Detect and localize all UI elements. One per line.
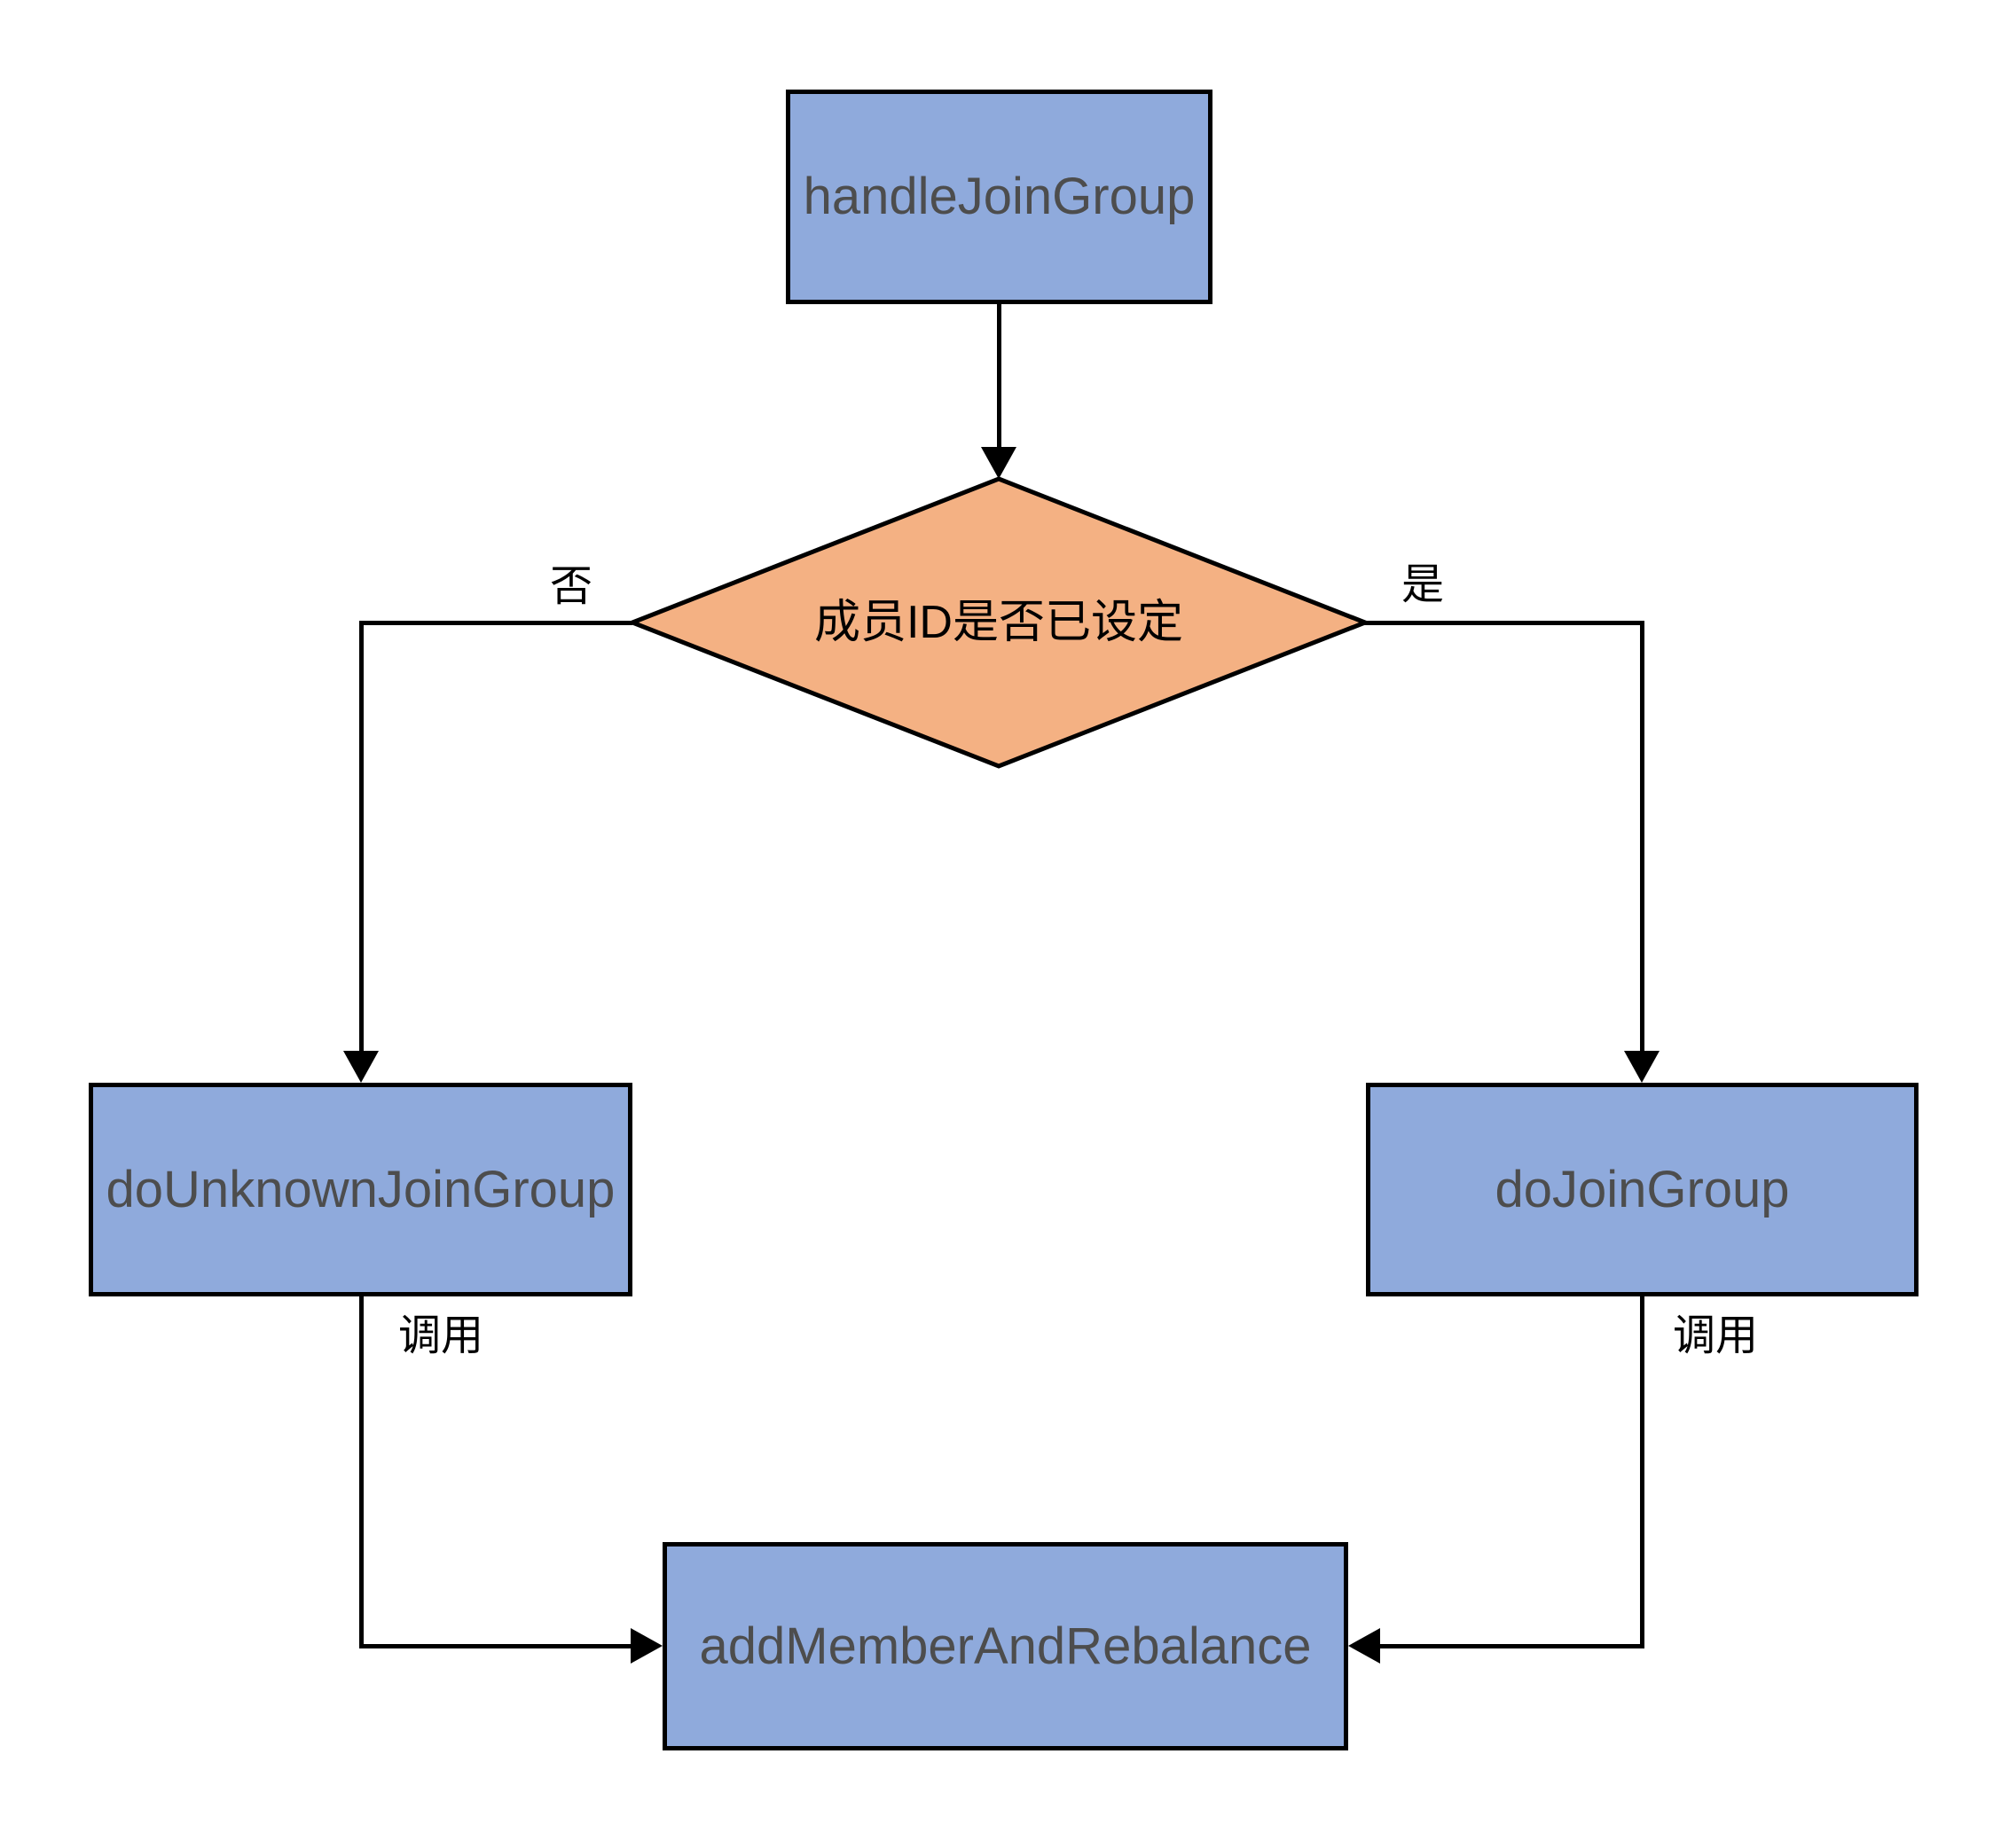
edge-yes-vertical-line: [1640, 621, 1644, 1052]
edge-call-right-horizontal-line: [1380, 1644, 1644, 1648]
edge-yes-arrowhead: [1624, 1051, 1660, 1083]
edge-call-left-horizontal-line: [359, 1644, 631, 1648]
edge-call-left-vertical-line: [359, 1296, 364, 1648]
edge-call-left-arrowhead: [631, 1628, 663, 1664]
node-handle-join-group-label: handleJoinGroup: [803, 168, 1196, 225]
node-do-unknown-join-group: doUnknownJoinGroup: [89, 1083, 632, 1296]
edge-start-decision-arrowhead: [981, 447, 1016, 479]
edge-call-right-arrowhead: [1348, 1628, 1380, 1664]
node-decision-shape: [624, 470, 1374, 775]
node-add-member-and-rebalance-label: addMemberAndRebalance: [699, 1617, 1312, 1675]
edge-label-call-left: 调用: [398, 1312, 484, 1359]
node-decision-label: 成员ID是否已设定: [813, 597, 1183, 648]
edge-no-vertical-line: [359, 621, 364, 1052]
node-handle-join-group: handleJoinGroup: [786, 90, 1212, 304]
edge-call-right-vertical-line: [1640, 1296, 1644, 1648]
node-do-join-group-label: doJoinGroup: [1495, 1160, 1790, 1218]
node-do-join-group: doJoinGroup: [1366, 1083, 1919, 1296]
edge-label-no: 否: [550, 563, 593, 610]
edge-no-horizontal-line: [361, 621, 632, 625]
edge-label-yes: 是: [1401, 561, 1445, 608]
edge-yes-horizontal-line: [1364, 621, 1642, 625]
node-add-member-and-rebalance: addMemberAndRebalance: [663, 1542, 1348, 1750]
node-decision: 成员ID是否已设定: [632, 479, 1365, 766]
edge-label-call-right: 调用: [1673, 1312, 1759, 1359]
edge-no-arrowhead: [343, 1051, 379, 1083]
node-do-unknown-join-group-label: doUnknownJoinGroup: [106, 1160, 616, 1218]
edge-start-decision-line: [997, 304, 1001, 450]
